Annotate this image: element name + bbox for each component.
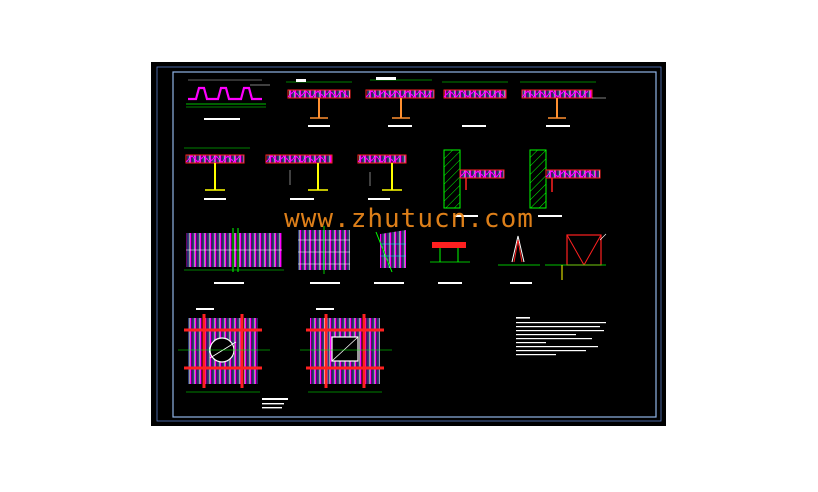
plan-opening-round [178, 308, 270, 393]
detail-deck-splice [442, 81, 508, 127]
general-notes [516, 317, 606, 356]
detail-stud-connector [430, 242, 470, 284]
title-block-stub [262, 398, 288, 409]
detail-profile-deck [186, 79, 270, 120]
plan-opening-square [300, 308, 392, 393]
detail-wall-connection-2 [529, 149, 601, 217]
detail-deck-plan-strip [184, 228, 284, 284]
detail-beam-joint-3 [520, 81, 606, 127]
detail-truss-frame [545, 233, 607, 280]
detail-edge-support-1 [184, 147, 250, 200]
detail-stiffener-cone [498, 235, 540, 284]
detail-deck-slope [374, 230, 406, 284]
inner-frame [172, 71, 657, 418]
detail-wall-connection-1 [443, 149, 505, 217]
detail-beam-joint-1 [286, 79, 352, 127]
detail-beam-joint-2 [365, 77, 435, 127]
outer-frame [156, 66, 662, 422]
detail-edge-support-3 [357, 154, 407, 200]
detail-deck-plan-anchors [298, 226, 350, 284]
detail-edge-support-2 [265, 154, 333, 200]
